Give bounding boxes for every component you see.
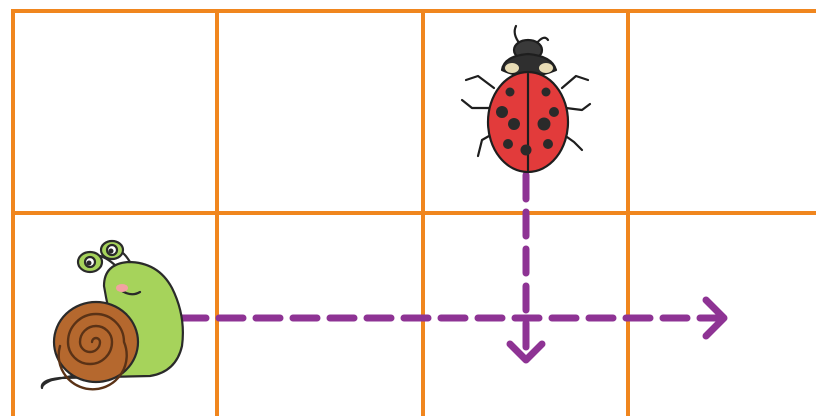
movement-paths [178,171,728,364]
ladybird-icon [460,24,592,174]
snail-icon [40,239,184,391]
arrow-right-icon [702,296,728,340]
arrow-down-icon [506,340,546,364]
grid-lines [11,9,816,416]
